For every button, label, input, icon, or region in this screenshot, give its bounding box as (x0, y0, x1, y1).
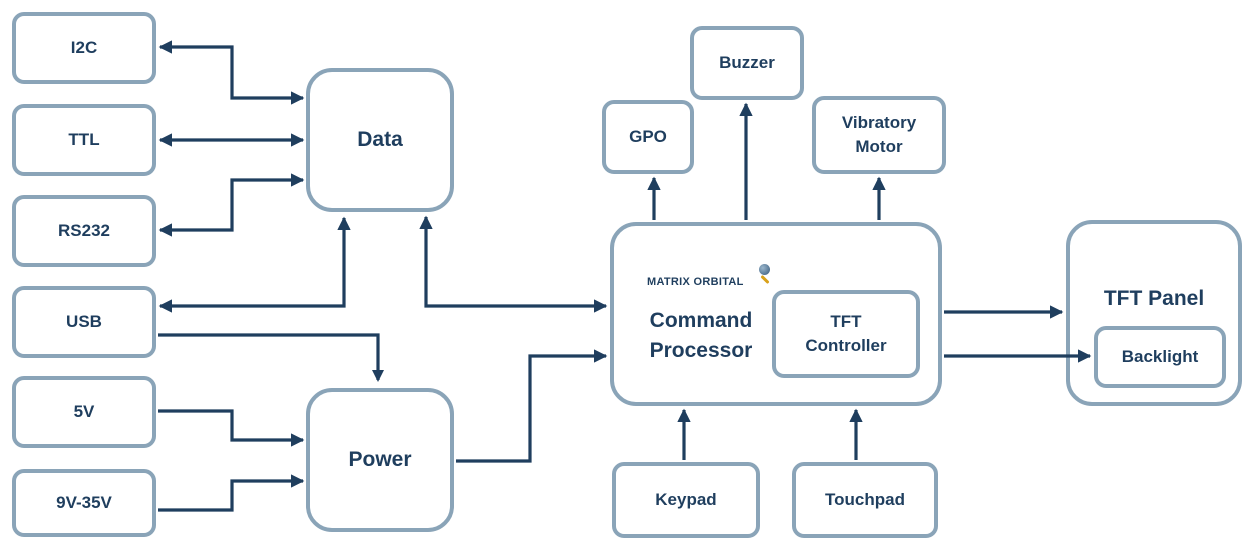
vibratory-motor-line2: Motor (855, 137, 903, 156)
power-label: Power (348, 448, 412, 471)
ttl-block: TTL (12, 104, 156, 176)
tft-controller-text: TFT Controller (805, 310, 886, 358)
usb-block: USB (12, 286, 156, 358)
vibratory-motor-line1: Vibratory (841, 113, 917, 132)
tft-controller-block: TFT Controller (772, 290, 920, 378)
gpo-block: GPO (602, 100, 694, 174)
i2c-block: I2C (12, 12, 156, 84)
i2c-label: I2C (70, 38, 98, 57)
rs232-label: RS232 (58, 221, 110, 240)
5v-block: 5V (12, 376, 156, 448)
buzzer-label: Buzzer (719, 53, 775, 72)
tft-controller-line2: Controller (805, 336, 887, 355)
5v-power-link (158, 409, 305, 447)
ttl-label: TTL (68, 130, 100, 149)
buzzer-block: Buzzer (690, 26, 804, 100)
usb-label: USB (66, 312, 102, 331)
touchpad-label: Touchpad (825, 490, 905, 509)
data-label: Data (357, 128, 403, 151)
gpo-label: GPO (629, 127, 667, 146)
rs232-data-link (158, 173, 305, 237)
9v-35v-label: 9V-35V (56, 493, 112, 512)
i2c-data-link (158, 40, 305, 105)
vibratory-motor-text: Vibratory Motor (842, 111, 916, 159)
usb-data-link (158, 216, 351, 313)
backlight-block: Backlight (1094, 326, 1226, 388)
data-command-link (419, 215, 608, 313)
command-processor-label: Command Processor (626, 306, 776, 366)
tft-panel-label: TFT Panel (1103, 287, 1205, 310)
rs232-block: RS232 (12, 195, 156, 267)
9v-35v-block: 9V-35V (12, 469, 156, 537)
matrix-orbital-logo: MATRIX ORBITAL (647, 276, 744, 288)
command-processor-line2: Processor (649, 339, 753, 362)
vibratory-motor-block: Vibratory Motor (812, 96, 946, 174)
power-block: Power (306, 388, 454, 532)
power-command-link (456, 349, 608, 463)
usb-power-arrowhead (372, 370, 384, 382)
matrix-orbital-globe-icon (759, 264, 770, 275)
tft-controller-line1: TFT (830, 312, 862, 331)
usb-power-link (158, 333, 380, 380)
backlight-label: Backlight (1121, 347, 1199, 366)
keypad-block: Keypad (612, 462, 760, 538)
keypad-label: Keypad (655, 490, 717, 509)
command-processor-line1: Command (649, 309, 753, 332)
touchpad-block: Touchpad (792, 462, 938, 538)
9v-power-link (158, 474, 305, 512)
data-block: Data (306, 68, 454, 212)
5v-label: 5V (73, 402, 95, 421)
